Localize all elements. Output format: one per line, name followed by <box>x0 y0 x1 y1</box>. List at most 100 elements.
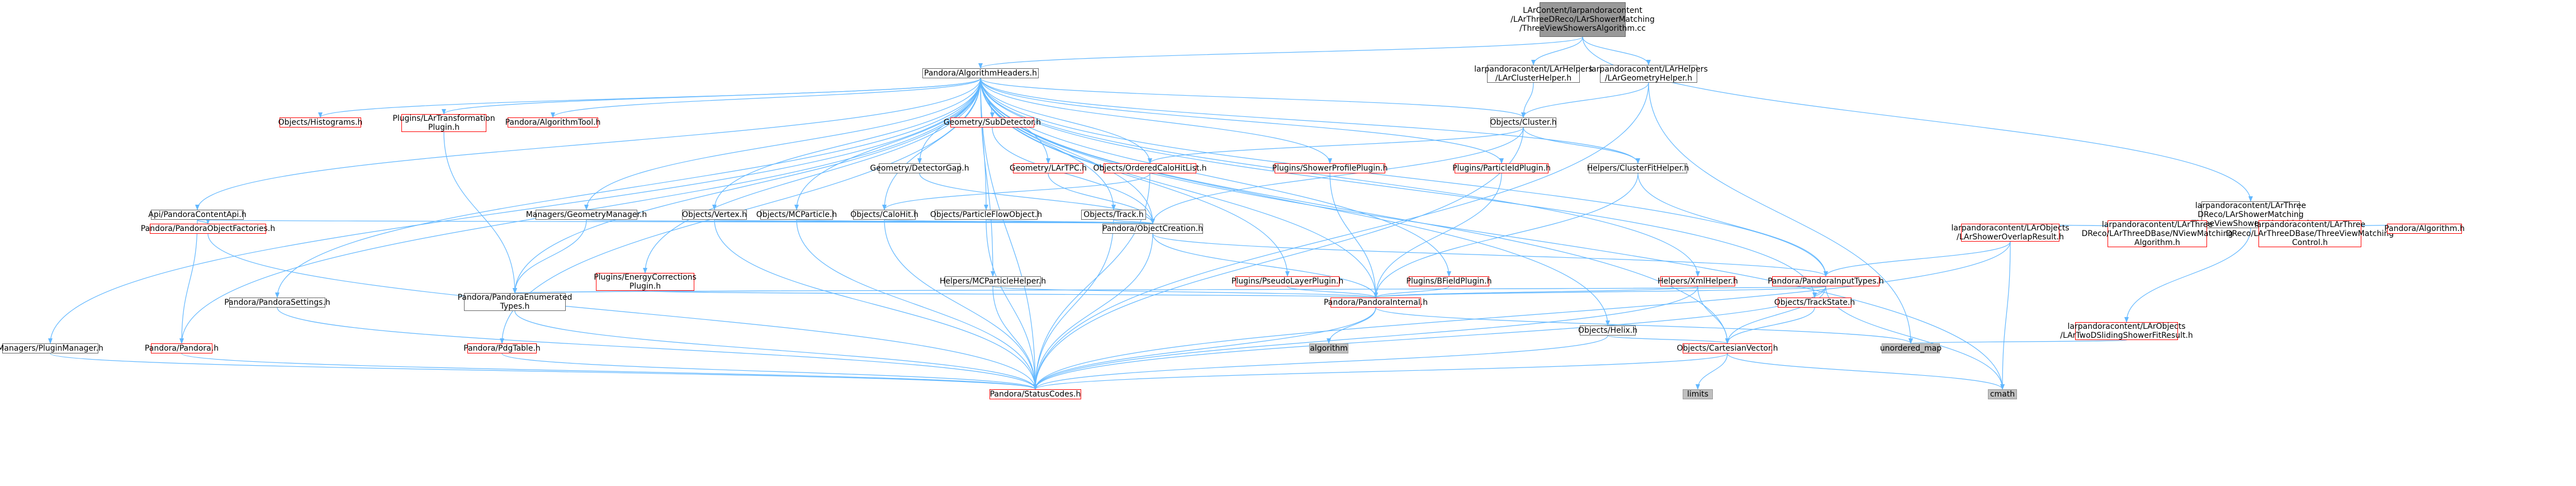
edge-alghdr-to-objcluster <box>980 78 1526 118</box>
graph-node-objordered[interactable]: Objects/OrderedCaloHitList.h <box>1093 163 1207 173</box>
node-label: Plugins/ParticleIdPlugin.h <box>1452 164 1551 173</box>
graph-node-pluginsbfield[interactable]: Plugins/BFieldPlugin.h <box>1407 276 1491 286</box>
edge-managersplugin-to-pandorastatus <box>50 353 1038 390</box>
node-label: Pandora/PandoraSettings.h <box>224 298 330 307</box>
node-label: Helpers/ClusterFitHelper.h <box>1587 164 1689 173</box>
edge-threeviewhdr-to-twodsliding <box>2124 228 2251 323</box>
node-label: larpandoracontent/LArHelpers /LArGeometr… <box>1589 65 1708 83</box>
graph-node-threedbasecontrol[interactable]: larpandoracontent/LArThree DReco/LArThre… <box>2226 220 2394 247</box>
graph-node-pandoraalgtool[interactable]: Pandora/AlgorithmTool.h <box>505 117 601 128</box>
edge-alghdr-to-apicontent <box>195 78 981 210</box>
edge-geomsubdet-to-pandoraobjcreation <box>992 127 1155 224</box>
graph-node-limits[interactable]: limits <box>1683 389 1713 399</box>
edge-objpfo-to-pandoraobjcreation <box>986 218 1155 224</box>
graph-node-pandorasettings[interactable]: Pandora/PandoraSettings.h <box>224 298 330 308</box>
edge-pandoraenum-to-pandorastatus <box>514 310 1038 390</box>
graph-node-pandorastatus[interactable]: Pandora/StatusCodes.h <box>989 389 1081 399</box>
graph-node-pluginsenergy[interactable]: Plugins/EnergyCorrections Plugin.h <box>594 273 697 291</box>
node-label: Plugins/ShowerProfilePlugin.h <box>1272 164 1388 173</box>
graph-node-alghdr[interactable]: Pandora/AlgorithmHeaders.h <box>922 68 1039 78</box>
edge-alghdr-to-pandoraalgtool <box>551 78 981 118</box>
graph-node-pandorainternal[interactable]: Pandora/PandoraInternal.h <box>1324 298 1428 308</box>
node-label: Objects/Cluster.h <box>1490 118 1557 127</box>
edge-objcluster-to-helpersclusterfit <box>1523 127 1640 164</box>
edge-objtrack-to-pandorastatus <box>1033 219 1114 390</box>
node-label: Pandora/AlgorithmTool.h <box>505 118 601 127</box>
graph-node-pandoraalgorithm[interactable]: Pandora/Algorithm.h <box>2384 224 2465 234</box>
edge-pluginspseudo-to-pandorainternal <box>1287 286 1378 298</box>
edge-objtrackstate-to-objcartesian <box>1725 307 1815 344</box>
graph-node-objpfo[interactable]: Objects/ParticleFlowObject.h <box>930 210 1042 220</box>
edge-geomhelper-to-pandorastatus <box>1033 82 1649 390</box>
graph-node-pandorapdgtable[interactable]: Pandora/PdgTable.h <box>463 343 541 353</box>
graph-node-objcartesian[interactable]: Objects/CartesianVector.h <box>1677 343 1778 353</box>
graph-node-helperssdk[interactable]: Helpers/XmlHelper.h <box>1658 276 1738 286</box>
graph-node-managersgeom[interactable]: Managers/GeometryManager.h <box>526 210 647 220</box>
graph-node-objcluster[interactable]: Objects/Cluster.h <box>1490 117 1557 128</box>
graph-node-objtrack[interactable]: Objects/Track.h <box>1081 210 1146 220</box>
graph-node-pluginslartrans[interactable]: Plugins/LArTransformation Plugin.h <box>392 114 495 132</box>
graph-node-objvertex[interactable]: Objects/Vertex.h <box>682 210 747 220</box>
graph-node-clusterhelper[interactable]: larpandoracontent/LArHelpers /LArCluster… <box>1474 65 1593 83</box>
edge-alghdr-to-pandorasettings <box>275 78 981 298</box>
graph-node-pandorainputtypes[interactable]: Pandora/PandoraInputTypes.h <box>1768 276 1884 286</box>
edge-alghdr-to-objcartesian <box>980 78 1730 344</box>
graph-node-showeroverlap[interactable]: larpandoracontent/LArObjects /LArShowerO… <box>1952 224 2070 242</box>
node-label: Objects/CaloHit.h <box>850 210 918 219</box>
edge-root-to-geomhelper <box>1582 36 1651 65</box>
graph-node-geomsubdet[interactable]: Geometry/SubDetector.h <box>944 117 1041 128</box>
node-label: Plugins/PseudoLayerPlugin.h <box>1231 277 1344 286</box>
graph-node-geomlartpc[interactable]: Geometry/LArTPC.h <box>1010 163 1087 173</box>
node-label: larpandoracontent/LArThree DReco/LArThre… <box>2225 220 2394 247</box>
edge-pandorainputtypes-to-pandoraenum <box>514 286 1826 294</box>
graph-node-pluginsshower[interactable]: Plugins/ShowerProfilePlugin.h <box>1272 163 1388 173</box>
graph-node-pandoraenum[interactable]: Pandora/PandoraEnumerated Types.h <box>458 293 572 311</box>
edge-alghdr-to-pluginsparticleid <box>980 78 1504 164</box>
node-label: Objects/ParticleFlowObject.h <box>930 210 1043 219</box>
edge-geomlartpc-to-pandoraobjcreation <box>1048 173 1155 224</box>
graph-node-pluginsparticleid[interactable]: Plugins/ParticleIdPlugin.h <box>1452 163 1551 173</box>
edge-objcartesian-to-cmath <box>1727 353 2005 390</box>
node-label: cmath <box>1990 390 2015 399</box>
graph-node-unorderedmap[interactable]: unordered_map <box>1880 343 1942 353</box>
graph-node-threedbasenview[interactable]: larpandoracontent/LArThree DReco/LArThre… <box>2082 220 2233 247</box>
graph-node-algorithm[interactable]: algorithm <box>1309 343 1348 353</box>
edge-objordered-to-objcalohit <box>882 173 1150 210</box>
edge-helpersmc-to-pandorastatus <box>992 286 1038 390</box>
edge-objhelix-to-objcartesian <box>1607 335 1730 344</box>
graph-node-root[interactable]: LArContent/larpandoracontent /LArThreeDR… <box>1510 2 1655 37</box>
edge-pandoraobjcreation-to-pandorainternal <box>1152 233 1378 298</box>
node-label: larpandoracontent/LArHelpers /LArCluster… <box>1474 65 1593 83</box>
edge-alghdr-to-helpersclusterfit <box>980 78 1640 164</box>
graph-node-pandoraobjfactories[interactable]: Pandora/PandoraObjectFactories.h <box>141 224 275 234</box>
edge-pandorapdgtable-to-pandorastatus <box>501 353 1038 390</box>
edge-pandorapandora-to-pandorastatus <box>181 353 1038 390</box>
node-label: Objects/Vertex.h <box>682 210 747 219</box>
edge-pandorainternal-to-unorderedmap <box>1375 307 1913 344</box>
graph-node-objmcparticle[interactable]: Objects/MCParticle.h <box>756 210 837 220</box>
graph-node-pandoraobjcreation[interactable]: Pandora/ObjectCreation.h <box>1102 224 1203 234</box>
edge-objpfo-to-pandorastatus <box>986 219 1038 390</box>
edge-pluginsbfield-to-pandorainternal <box>1374 286 1450 298</box>
graph-node-twodsliding[interactable]: larpandoracontent/LArObjects /LArTwoDSli… <box>2060 322 2193 340</box>
graph-node-cmath[interactable]: cmath <box>1988 389 2017 399</box>
graph-node-pandorapandora[interactable]: Pandora/Pandora.h <box>145 343 219 353</box>
graph-node-managersplugin[interactable]: Managers/PluginManager.h <box>0 343 103 353</box>
edge-twodsliding-to-unorderedmap <box>1909 338 2127 344</box>
graph-node-objhelix[interactable]: Objects/Helix.h <box>1578 325 1637 336</box>
node-label: Managers/GeometryManager.h <box>525 210 647 219</box>
graph-node-geomhelper[interactable]: larpandoracontent/LArHelpers /LArGeometr… <box>1589 65 1708 83</box>
graph-node-helpersmc[interactable]: Helpers/MCParticleHelper.h <box>940 276 1046 286</box>
graph-node-apicontent[interactable]: Api/PandoraContentApi.h <box>148 210 247 220</box>
graph-node-objcalohit[interactable]: Objects/CaloHit.h <box>850 210 918 220</box>
graph-node-objhist[interactable]: Objects/Histograms.h <box>278 117 362 128</box>
node-label: Pandora/ObjectCreation.h <box>1102 224 1203 233</box>
graph-node-objtrackstate[interactable]: Objects/TrackState.h <box>1774 298 1855 308</box>
graph-node-pluginspseudo[interactable]: Plugins/PseudoLayerPlugin.h <box>1232 276 1343 286</box>
node-label: LArContent/larpandoracontent /LArThreeDR… <box>1510 6 1655 33</box>
edge-alghdr-to-objordered <box>980 78 1152 164</box>
edge-helperssdk-to-pandorainternal <box>1374 286 1698 298</box>
graph-node-geomdetgap[interactable]: Geometry/DetectorGap.h <box>870 163 969 173</box>
graph-node-helpersclusterfit[interactable]: Helpers/ClusterFitHelper.h <box>1587 163 1689 173</box>
node-label: Pandora/Algorithm.h <box>2384 224 2465 233</box>
